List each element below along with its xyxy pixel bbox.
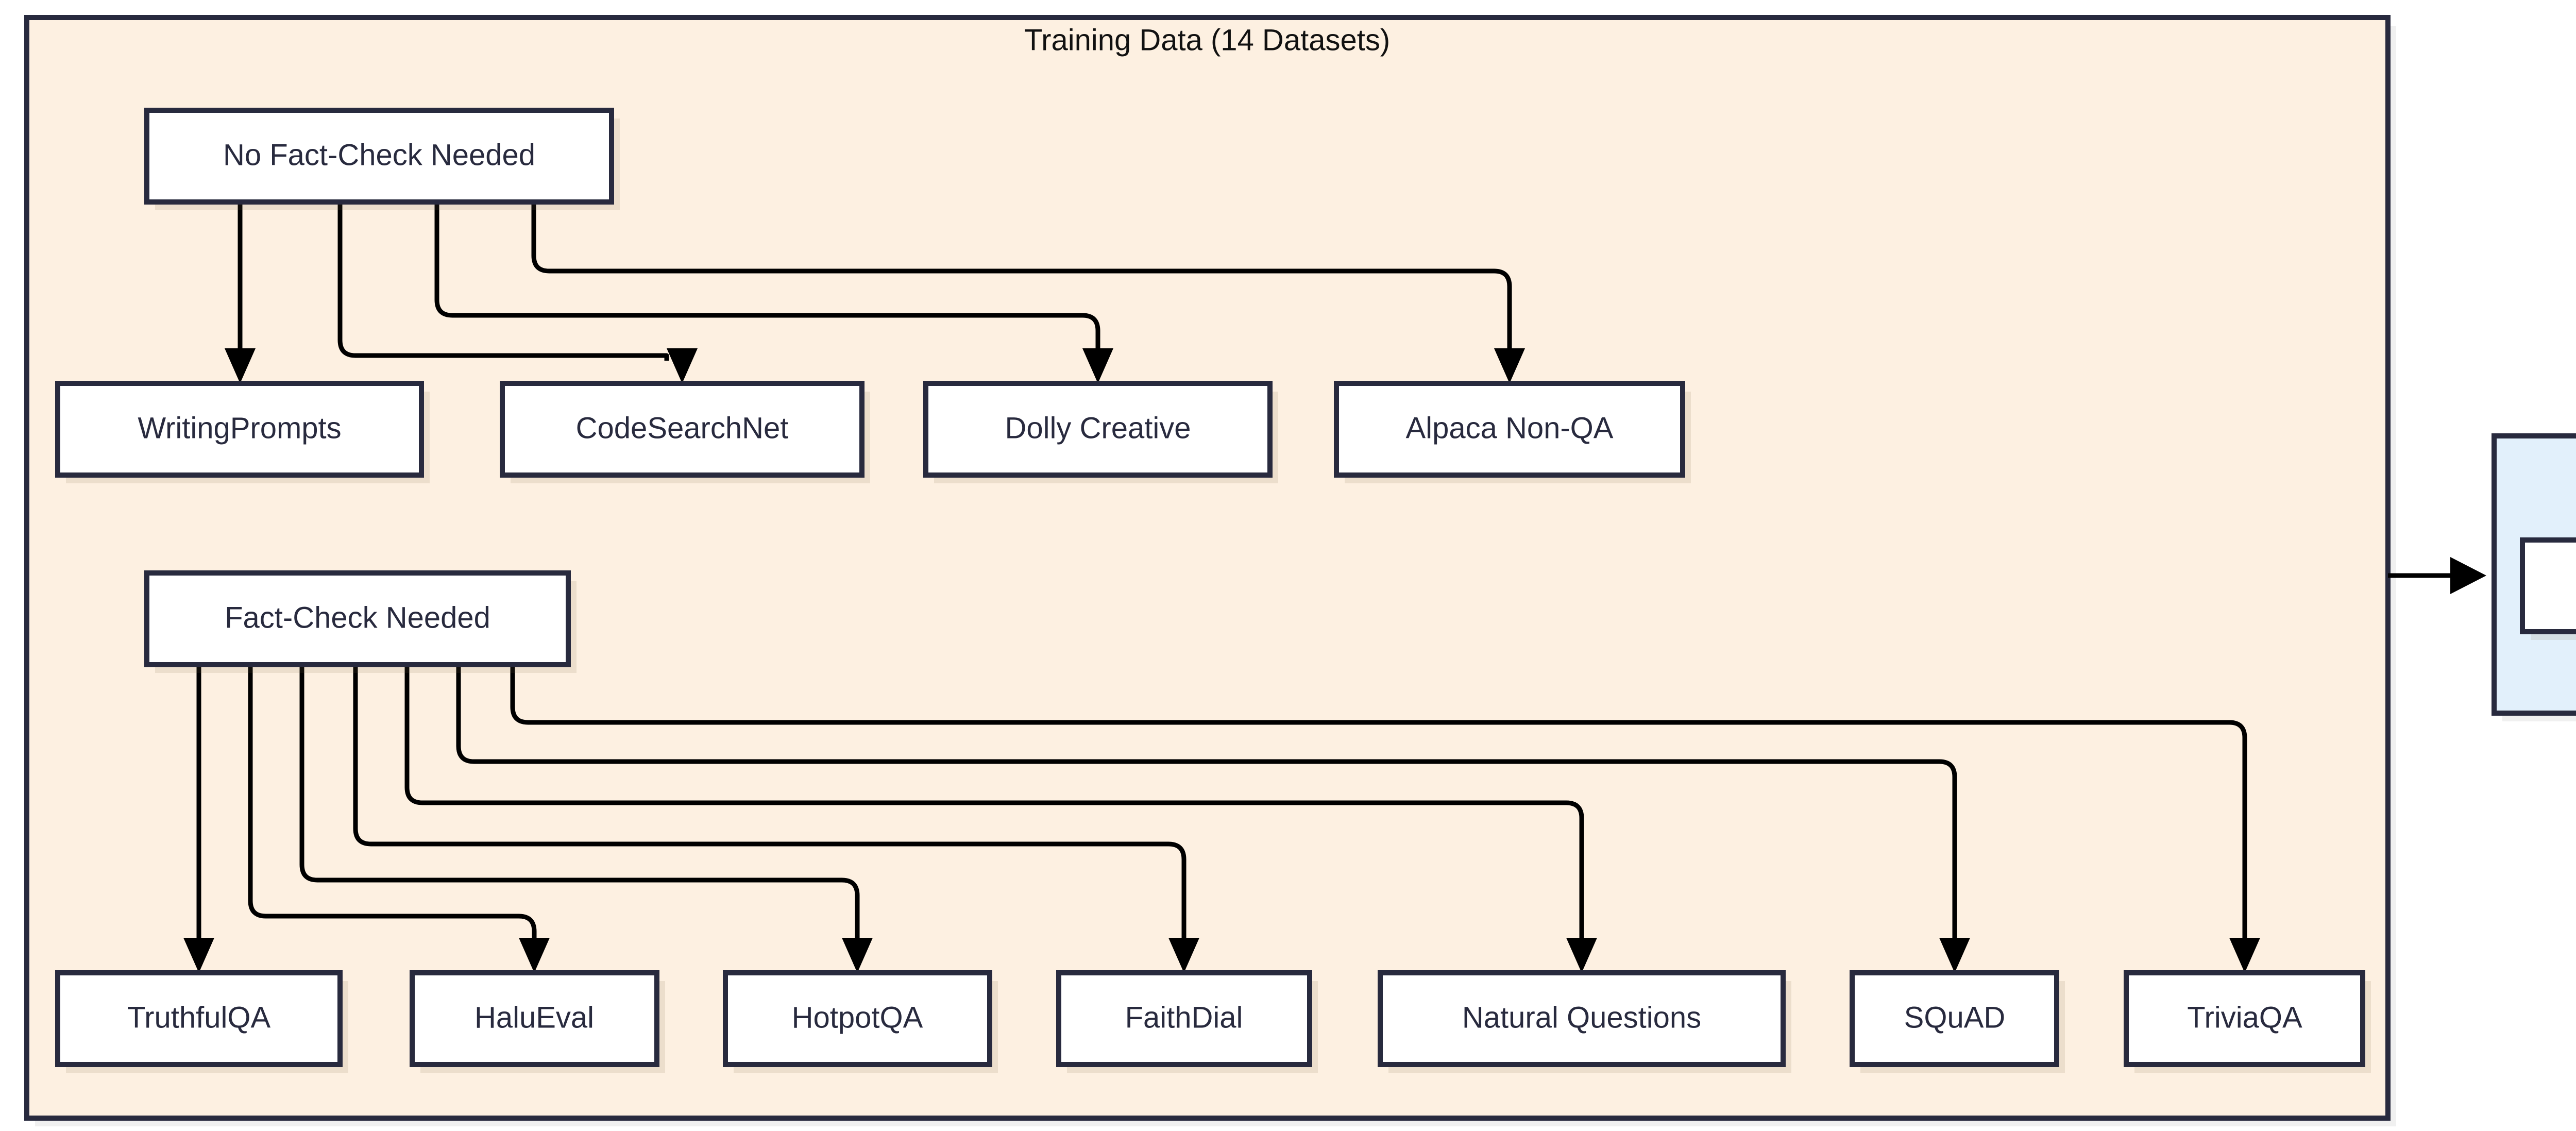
edge-nofact-to-writingprompts (225, 202, 256, 383)
edge-fact-to-natural-questions (404, 665, 1597, 973)
node-hotpotqa-label: HotpotQA (792, 1001, 923, 1034)
node-fact-check-needed-label: Fact-Check Needed (225, 601, 490, 634)
edge-fact-to-halueval (248, 665, 550, 973)
node-triviaqa[interactable]: TriviaQA (2124, 970, 2371, 1073)
node-natural-questions[interactable]: Natural Questions (1378, 970, 1791, 1073)
node-halueval[interactable]: HaluEval (410, 970, 665, 1073)
node-squad-label: SQuAD (1904, 1001, 2006, 1034)
edge-group-fact-check (183, 665, 2260, 973)
node-modernbert-base[interactable]: ModernBERT Base (2520, 537, 2576, 640)
node-alpaca-non-qa[interactable]: Alpaca Non-QA (1334, 381, 1691, 483)
node-truthfulqa-label: TruthfulQA (127, 1001, 271, 1034)
node-natural-questions-rect[interactable] (1378, 970, 1786, 1067)
node-squad[interactable]: SQuAD (1850, 970, 2065, 1073)
edge-nofact-to-dolly-creative (434, 202, 1113, 383)
node-faithdial-rect[interactable] (1056, 970, 1312, 1067)
edge-fact-to-hotpotqa (299, 665, 873, 973)
node-fact-check-needed-rect[interactable] (144, 570, 571, 667)
node-triviaqa-label: TriviaQA (2187, 1001, 2302, 1034)
edge-training-data-to-halugate-sentinel (2388, 557, 2486, 594)
node-truthfulqa[interactable]: TruthfulQA (55, 970, 348, 1073)
edge-fact-to-truthfulqa (183, 665, 214, 973)
node-writingprompts-rect[interactable] (55, 381, 424, 478)
edge-nofact-to-alpaca-non-qa (531, 202, 1525, 383)
node-codesearchnet-rect[interactable] (500, 381, 865, 478)
node-truthfulqa-rect[interactable] (55, 970, 343, 1067)
edge-fact-to-faithdial (353, 665, 1199, 973)
node-fact-check-needed[interactable]: Fact-Check Needed (144, 570, 577, 673)
node-natural-questions-label: Natural Questions (1462, 1001, 1701, 1034)
node-no-fact-check-needed[interactable]: No Fact-Check Needed (144, 108, 620, 210)
node-no-fact-check-needed-label: No Fact-Check Needed (223, 138, 535, 172)
node-halueval-rect[interactable] (410, 970, 659, 1067)
node-halueval-label: HaluEval (474, 1001, 594, 1034)
node-dolly-creative[interactable]: Dolly Creative (923, 381, 1278, 483)
node-no-fact-check-needed-rect[interactable] (144, 108, 614, 205)
node-squad-rect[interactable] (1850, 970, 2059, 1067)
node-faithdial[interactable]: FaithDial (1056, 970, 1318, 1073)
node-faithdial-label: FaithDial (1125, 1001, 1243, 1034)
node-writingprompts[interactable]: WritingPrompts (55, 381, 430, 483)
node-hotpotqa-rect[interactable] (723, 970, 992, 1067)
node-dolly-creative-label: Dolly Creative (1005, 411, 1191, 445)
node-modernbert-base-rect[interactable] (2520, 537, 2576, 634)
node-codesearchnet[interactable]: CodeSearchNet (500, 381, 870, 483)
edge-fact-to-squad (456, 665, 1970, 973)
edge-fact-to-triviaqa (510, 665, 2260, 973)
node-dolly-creative-rect[interactable] (923, 381, 1273, 478)
node-hotpotqa[interactable]: HotpotQA (723, 970, 998, 1073)
node-codesearchnet-label: CodeSearchNet (576, 411, 789, 445)
edge-nofact-to-codesearchnet (337, 202, 698, 383)
node-triviaqa-rect[interactable] (2124, 970, 2365, 1067)
node-alpaca-non-qa-rect[interactable] (1334, 381, 1685, 478)
edge-group-no-fact-check (225, 202, 1525, 383)
node-alpaca-non-qa-label: Alpaca Non-QA (1406, 411, 1614, 445)
cluster-training-label: Training Data (14 Datasets) (1024, 23, 1390, 57)
node-writingprompts-label: WritingPrompts (138, 411, 341, 445)
